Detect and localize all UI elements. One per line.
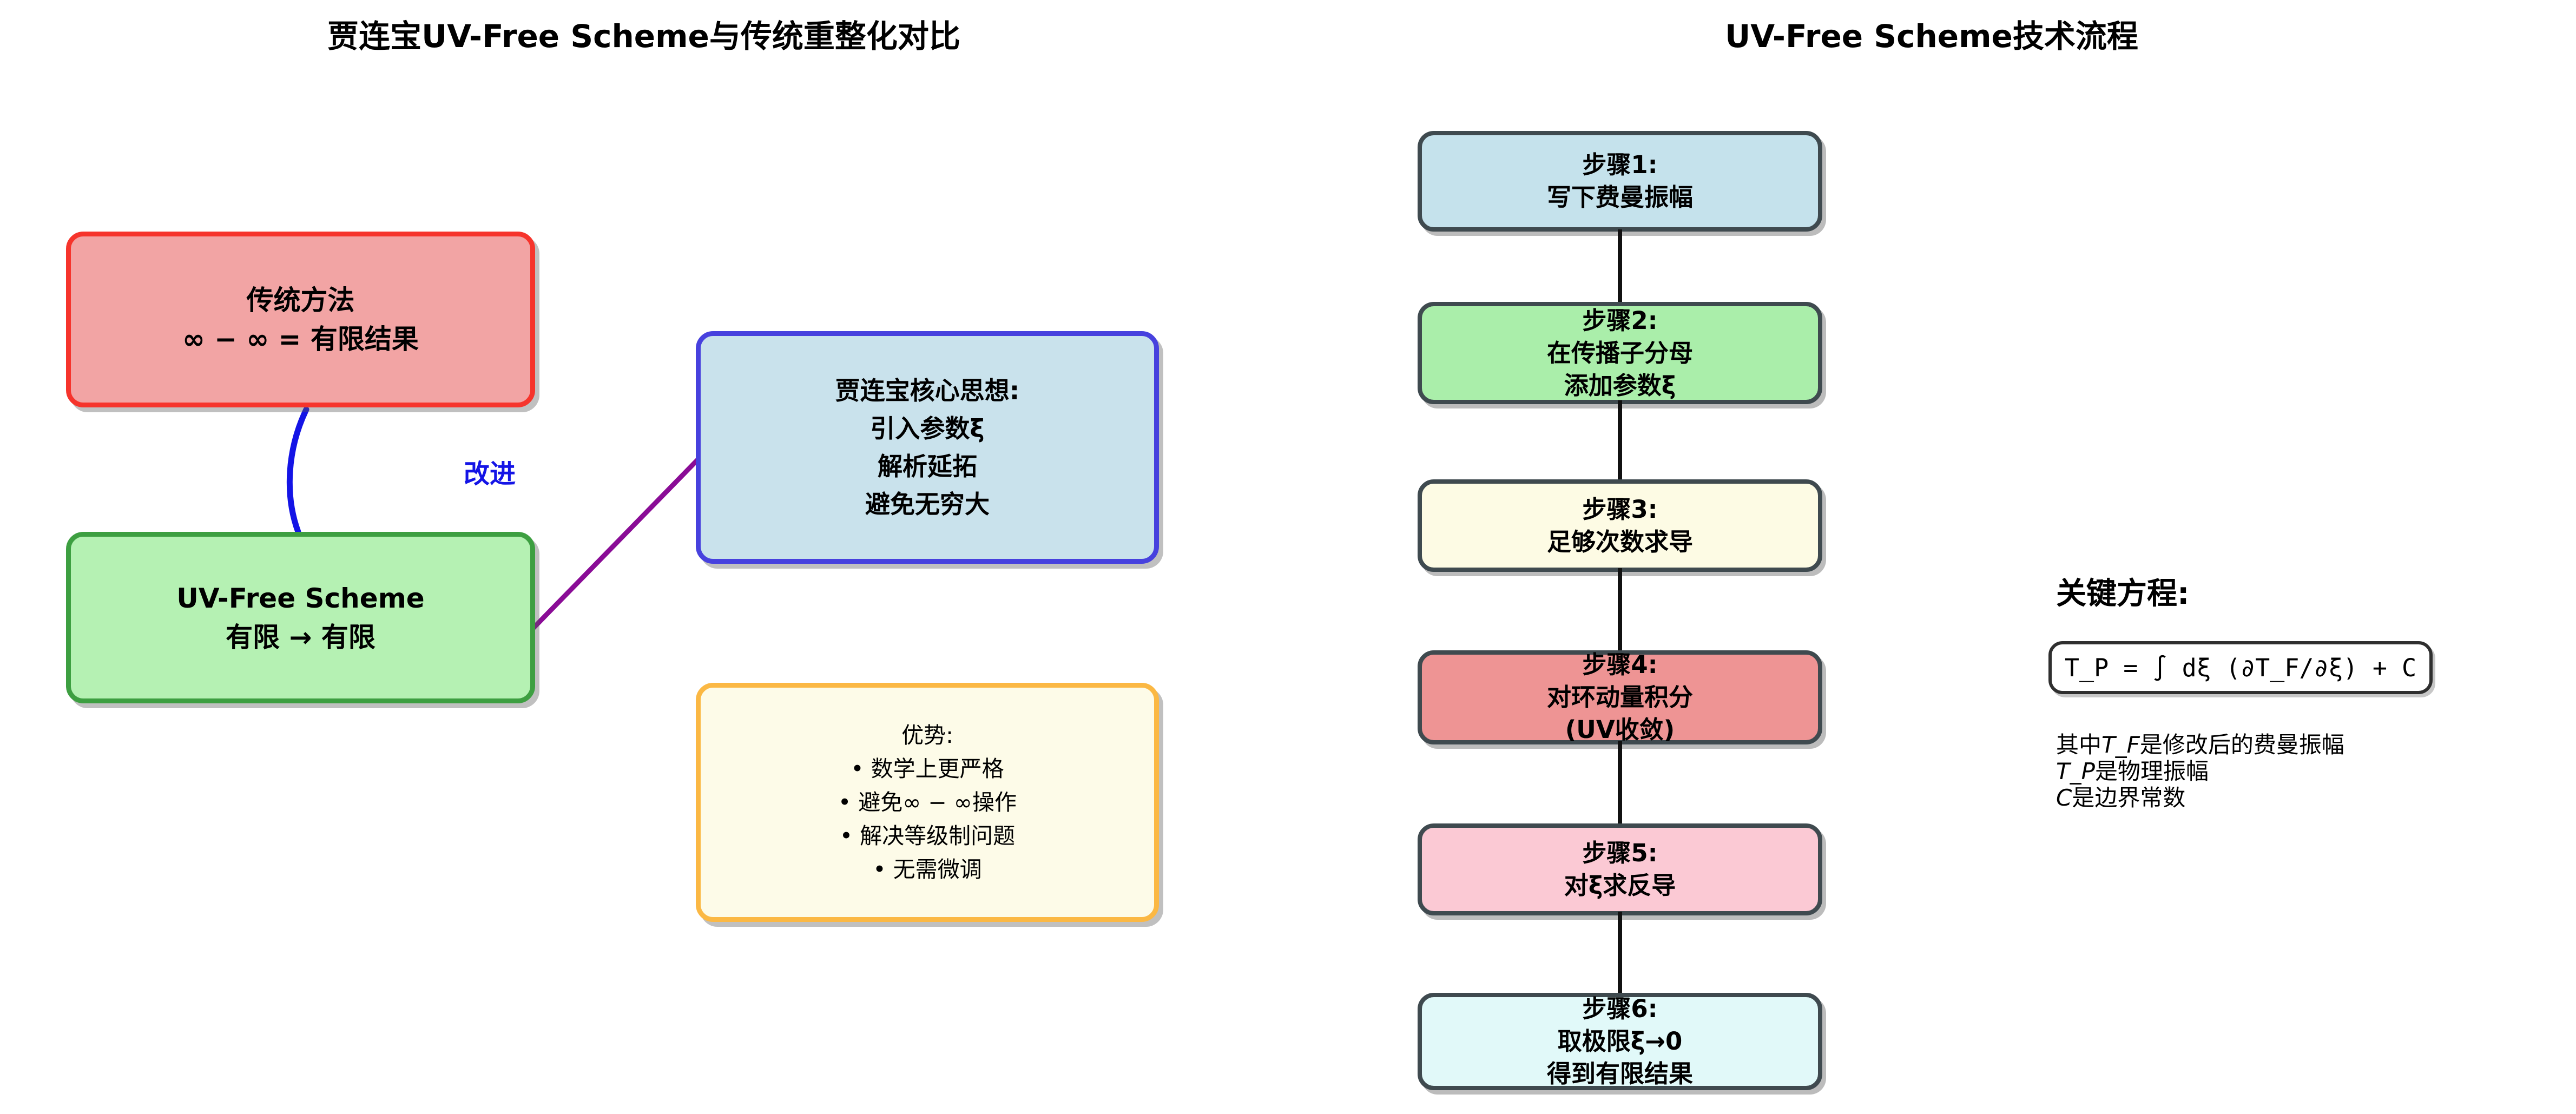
flow-connector-3-4: [1618, 568, 1622, 655]
key-equation-text: T_P = ∫ dξ (∂T_F/∂ξ) + C: [2064, 653, 2417, 682]
equation-note-line: 其中T_F是修改后的费曼振幅: [2056, 731, 2344, 758]
flow-step-2-line: 在传播子分母: [1546, 338, 1693, 367]
core-idea-title: 贾连宝核心思想:: [835, 376, 1020, 405]
flow-step-6-line: 得到有限结果: [1546, 1059, 1693, 1088]
note-math-symbol: T_F: [2101, 731, 2140, 758]
note-suffix: 是修改后的费曼振幅: [2139, 731, 2344, 758]
core-idea-line: 引入参数ξ: [870, 414, 985, 443]
traditional-method-box: 传统方法 ∞ − ∞ = 有限结果: [66, 232, 535, 407]
core-idea-box: 贾连宝核心思想: 引入参数ξ 解析延拓 避免无穷大: [696, 331, 1159, 564]
left-panel-title: 贾连宝UV-Free Scheme与传统重整化对比: [327, 18, 960, 55]
core-idea-line: 避免无穷大: [865, 490, 990, 519]
flow-connector-2-3: [1618, 400, 1622, 484]
traditional-method-title: 传统方法: [246, 284, 355, 316]
flow-step-2: 步骤2: 在传播子分母 添加参数ξ: [1418, 302, 1822, 404]
core-idea-connector-line: [522, 456, 702, 640]
traditional-method-formula: ∞ − ∞ = 有限结果: [182, 323, 419, 355]
flow-step-1-line: 写下费曼振幅: [1546, 183, 1693, 212]
flow-step-3: 步骤3: 足够次数求导: [1418, 479, 1822, 572]
flow-step-5-line: 对ξ求反导: [1564, 871, 1676, 900]
flow-step-3-line: 足够次数求导: [1546, 527, 1693, 556]
flow-step-4-label: 步骤4:: [1582, 650, 1658, 679]
note-prefix: 其中: [2056, 731, 2102, 758]
flow-step-6-label: 步骤6:: [1582, 994, 1658, 1023]
core-idea-line: 解析延拓: [878, 452, 977, 481]
advantages-box: 优势: • 数学上更严格 • 避免∞ − ∞操作 • 解决等级制问题 • 无需微…: [696, 683, 1159, 922]
flow-connector-4-5: [1618, 741, 1622, 828]
advantage-item: • 无需微调: [873, 856, 982, 882]
flow-step-5-label: 步骤5:: [1582, 839, 1658, 867]
uv-free-scheme-formula: 有限 → 有限: [226, 621, 375, 653]
uv-free-scheme-box: UV-Free Scheme 有限 → 有限: [66, 532, 535, 703]
note-math-symbol: C: [2056, 785, 2072, 811]
flow-connector-5-6: [1618, 912, 1622, 997]
advantage-item: • 解决等级制问题: [839, 823, 1016, 849]
note-suffix: 是物理振幅: [2094, 758, 2209, 785]
flow-step-1: 步骤1: 写下费曼振幅: [1418, 131, 1822, 232]
key-equation-heading: 关键方程:: [2056, 576, 2190, 611]
improvement-arrow: [286, 406, 309, 535]
flow-step-4-line: 对环动量积分: [1546, 683, 1693, 711]
flow-connector-1-2: [1618, 229, 1622, 306]
flow-step-3-label: 步骤3:: [1582, 495, 1658, 524]
uv-free-scheme-title: UV-Free Scheme: [176, 582, 425, 614]
improve-label: 改进: [463, 459, 516, 489]
note-suffix: 是边界常数: [2072, 785, 2186, 811]
equation-note-line: C是边界常数: [2056, 785, 2344, 811]
note-math-symbol: T_P: [2056, 758, 2095, 785]
advantage-item: • 数学上更严格: [851, 756, 1004, 782]
flow-step-4: 步骤4: 对环动量积分 (UV收敛): [1418, 650, 1822, 744]
flow-step-6-line: 取极限ξ→0: [1557, 1027, 1683, 1056]
equation-notes: 其中T_F是修改后的费曼振幅 T_P是物理振幅 C是边界常数: [2056, 731, 2344, 811]
flow-step-6: 步骤6: 取极限ξ→0 得到有限结果: [1418, 993, 1822, 1090]
flow-step-2-label: 步骤2:: [1582, 306, 1658, 335]
advantages-title: 优势:: [901, 722, 953, 748]
flow-step-2-line: 添加参数ξ: [1564, 371, 1676, 400]
advantage-item: • 避免∞ − ∞操作: [838, 789, 1017, 815]
flow-step-4-line: (UV收敛): [1565, 715, 1675, 744]
key-equation-box: T_P = ∫ dξ (∂T_F/∂ξ) + C: [2048, 641, 2433, 694]
flow-step-1-label: 步骤1:: [1582, 150, 1658, 179]
right-panel-title: UV-Free Scheme技术流程: [1725, 18, 2138, 55]
flow-step-5: 步骤5: 对ξ求反导: [1418, 823, 1822, 915]
equation-note-line: T_P是物理振幅: [2056, 758, 2344, 785]
